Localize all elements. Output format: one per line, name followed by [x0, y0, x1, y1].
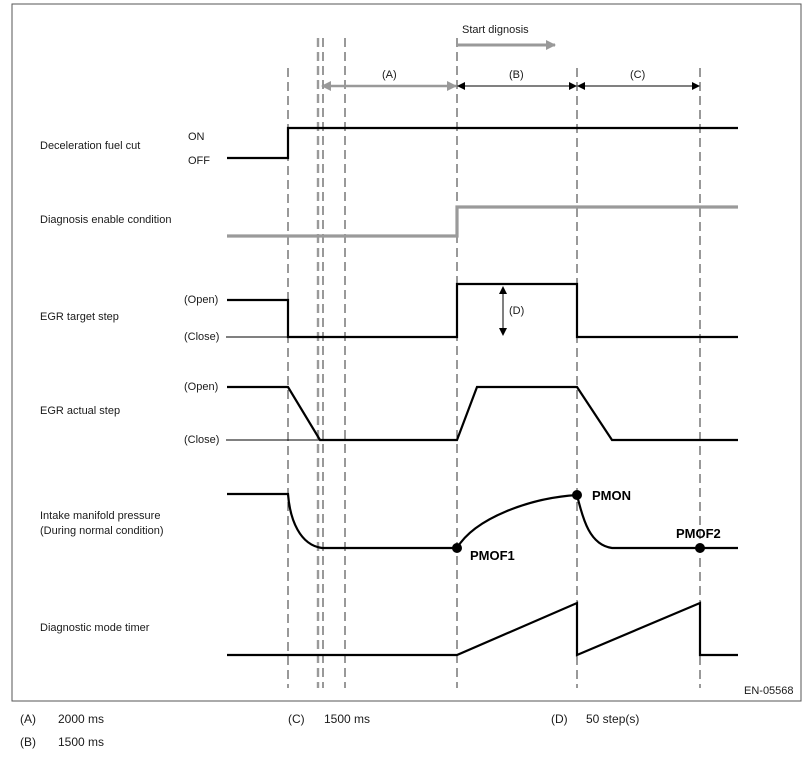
diagnostic-timer-waveform [227, 601, 738, 657]
step-d-label: (D) [509, 305, 524, 317]
signal-intake-pressure-label-1: Intake manifold pressure [40, 510, 160, 522]
time-markers [287, 38, 701, 688]
start-diagnosis-label: Start dignosis [462, 24, 529, 36]
signal-decel-fuel-cut-label: Deceleration fuel cut [40, 140, 140, 152]
pmof2-label: PMOF2 [676, 526, 721, 541]
intake-pressure-waveform [227, 492, 738, 550]
pmof1-point [452, 543, 462, 553]
egr-target-waveform [227, 282, 738, 339]
legend-value-c: 1500 ms [324, 712, 370, 726]
legend-key-a: (A) [20, 712, 36, 726]
state-on-label: ON [188, 131, 205, 143]
state-off-label: OFF [188, 155, 210, 167]
pmon-point [572, 490, 582, 500]
signal-intake-pressure-label-2: (During normal condition) [40, 525, 164, 537]
signal-diagnosis-enable-label: Diagnosis enable condition [40, 214, 171, 226]
legend: (A) 2000 ms (B) 1500 ms (C) 1500 ms (D) … [20, 712, 639, 749]
egr-target-close-label: (Close) [184, 331, 219, 343]
signal-diagnostic-timer-label: Diagnostic mode timer [40, 622, 150, 634]
signal-egr-actual: EGR actual step (Open) (Close) [40, 381, 738, 446]
pmof1-label: PMOF1 [470, 548, 515, 563]
interval-b-label: (B) [509, 69, 524, 81]
legend-value-b: 1500 ms [58, 735, 104, 749]
signal-intake-pressure: Intake manifold pressure (During normal … [40, 488, 738, 563]
signal-diagnosis-enable: Diagnosis enable condition [40, 205, 738, 238]
egr-actual-close-label: (Close) [184, 434, 219, 446]
decel-fuel-cut-waveform [227, 126, 738, 160]
legend-key-c: (C) [288, 712, 305, 726]
signal-egr-target: EGR target step (Open) (Close) (D) [40, 282, 738, 343]
signal-egr-target-label: EGR target step [40, 311, 119, 323]
signal-diagnostic-timer: Diagnostic mode timer [40, 601, 738, 657]
egr-target-open-label: (Open) [184, 294, 218, 306]
figure-id: EN-05568 [744, 685, 794, 697]
egr-actual-open-label: (Open) [184, 381, 218, 393]
legend-value-a: 2000 ms [58, 712, 104, 726]
diagram-frame [11, 3, 802, 702]
legend-key-b: (B) [20, 735, 36, 749]
signal-egr-actual-label: EGR actual step [40, 405, 120, 417]
signal-decel-fuel-cut: Deceleration fuel cut ON OFF [40, 126, 738, 167]
interval-a-label: (A) [382, 69, 397, 81]
pmon-label: PMON [592, 488, 631, 503]
pmof2-point [695, 543, 705, 553]
interval-c-label: (C) [630, 69, 645, 81]
legend-value-d: 50 step(s) [586, 712, 639, 726]
legend-key-d: (D) [551, 712, 568, 726]
egr-actual-waveform [227, 385, 738, 442]
diagnosis-enable-waveform [227, 205, 738, 238]
